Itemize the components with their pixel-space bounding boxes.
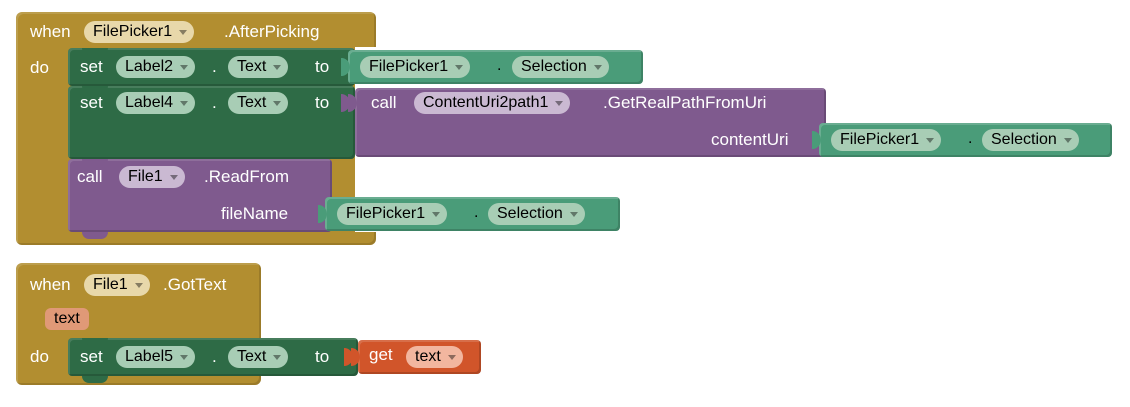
- chevron-down-icon: [180, 100, 189, 106]
- setter-label5-to-label: to: [315, 347, 330, 366]
- getter-1-property-label: Selection: [521, 58, 587, 75]
- caller-1-call-label: call: [371, 93, 397, 112]
- chevron-down-icon: [179, 29, 188, 35]
- event-1-component-dropdown[interactable]: FilePicker1: [84, 21, 195, 43]
- caller-file1-bottom-notch: [82, 232, 108, 239]
- setter-label5-component-label: Label5: [125, 348, 174, 365]
- chevron-down-icon: [169, 174, 178, 180]
- chevron-down-icon: [273, 64, 282, 70]
- setter-label4-property-dropdown[interactable]: Text: [228, 92, 289, 114]
- chevron-down-icon: [555, 100, 564, 106]
- event-1-component-label: FilePicker1: [93, 23, 173, 40]
- caller-file1-method-label: .ReadFrom: [204, 167, 290, 186]
- setter-label5-dot: .: [212, 347, 217, 366]
- chevron-down-icon: [180, 64, 189, 70]
- getter-1-plug: [341, 58, 350, 76]
- chevron-down-icon: [1063, 137, 1072, 143]
- setter-label4-top-notch: [82, 86, 108, 93]
- setter-label5-value-socket: [344, 348, 353, 366]
- chevron-down-icon: [447, 354, 456, 360]
- caller-file1-call-label: call: [77, 167, 103, 186]
- varget-get-label: get: [369, 345, 393, 364]
- getter-2-property-dropdown[interactable]: Selection: [982, 129, 1079, 151]
- setter-label4-component-dropdown[interactable]: Label4: [116, 92, 196, 114]
- chevron-down-icon: [926, 137, 935, 143]
- event-2-component-dropdown[interactable]: File1: [84, 274, 150, 296]
- getter-2-dot: .: [968, 130, 973, 147]
- getter-3-property-label: Selection: [497, 205, 563, 222]
- getter-1-dot: .: [497, 57, 502, 74]
- setter-label5-property-dropdown[interactable]: Text: [228, 346, 289, 368]
- setter-label5-set-label: set: [80, 347, 103, 366]
- chevron-down-icon: [569, 211, 578, 217]
- getter-3-property-dropdown[interactable]: Selection: [488, 203, 585, 225]
- setter-label5-property-label: Text: [237, 348, 267, 365]
- getter-1-component-label: FilePicker1: [369, 58, 449, 75]
- chevron-down-icon: [273, 100, 282, 106]
- setter-label4-to-label: to: [315, 93, 330, 112]
- setter-label4-value-socket: [341, 94, 350, 112]
- caller-file1-component-label: File1: [128, 168, 163, 185]
- setter-label4-dot: .: [212, 93, 217, 112]
- getter-3-plug: [318, 205, 327, 223]
- chevron-down-icon: [273, 354, 282, 360]
- getter-2-plug: [812, 131, 821, 149]
- getter-2-component-label: FilePicker1: [840, 131, 920, 148]
- event-2-do-label: do: [30, 347, 49, 366]
- event-1-when-label: when: [30, 22, 71, 41]
- setter-label2-property-dropdown[interactable]: Text: [228, 56, 289, 78]
- getter-2-component-dropdown[interactable]: FilePicker1: [831, 129, 942, 151]
- caller-1-method-label: .GetRealPathFromUri: [603, 93, 767, 112]
- event-2-when-label: when: [30, 275, 71, 294]
- varget-variable-label: text: [415, 348, 441, 365]
- setter-label5-bottom-notch: [82, 376, 108, 383]
- chevron-down-icon: [180, 354, 189, 360]
- setter-label4-property-label: Text: [237, 94, 267, 111]
- getter-3-component-dropdown[interactable]: FilePicker1: [337, 203, 448, 225]
- caller-1-component-dropdown[interactable]: ContentUri2path1: [414, 92, 571, 114]
- setter-label5-top-notch: [82, 338, 108, 345]
- getter-2-property-label: Selection: [991, 131, 1057, 148]
- event-1-do-label: do: [30, 58, 49, 77]
- setter-label2-to-label: to: [315, 57, 330, 76]
- caller-file1-top-notch: [82, 159, 108, 166]
- varget-variable-dropdown[interactable]: text: [406, 346, 463, 368]
- caller-1-component-label: ContentUri2path1: [423, 94, 549, 111]
- getter-3-dot: .: [474, 204, 479, 221]
- varget-plug: [351, 348, 360, 366]
- event-2-parameter-badge[interactable]: text: [45, 308, 89, 330]
- caller-file1-component-dropdown[interactable]: File1: [119, 166, 185, 188]
- caller-file1-arg-filename-label: fileName: [221, 204, 289, 223]
- event-2-component-label: File1: [93, 276, 128, 293]
- caller-1-arg-contenturi-label: contentUri: [711, 130, 789, 149]
- setter-block-label2-text[interactable]: [68, 48, 355, 86]
- chevron-down-icon: [593, 64, 602, 70]
- chevron-down-icon: [134, 282, 143, 288]
- caller-1-plug: [348, 94, 357, 112]
- caller-block-file1-readfrom[interactable]: [68, 159, 332, 232]
- setter-label2-set-label: set: [80, 57, 103, 76]
- setter-label2-top-notch: [82, 48, 108, 55]
- chevron-down-icon: [432, 211, 441, 217]
- getter-1-property-dropdown[interactable]: Selection: [512, 56, 609, 78]
- getter-3-component-label: FilePicker1: [346, 205, 426, 222]
- setter-label5-component-dropdown[interactable]: Label5: [116, 346, 196, 368]
- chevron-down-icon: [455, 64, 464, 70]
- setter-label2-component-label: Label2: [125, 58, 174, 75]
- event-1-event-name: .AfterPicking: [224, 22, 320, 41]
- setter-label2-component-dropdown[interactable]: Label2: [116, 56, 196, 78]
- setter-label2-property-label: Text: [237, 58, 267, 75]
- setter-label4-set-label: set: [80, 93, 103, 112]
- event-2-event-name: .GotText: [163, 275, 227, 294]
- event-2-parameter-label: text: [54, 310, 80, 327]
- setter-label4-component-label: Label4: [125, 94, 174, 111]
- setter-block-label4-text[interactable]: [68, 86, 355, 159]
- getter-1-component-dropdown[interactable]: FilePicker1: [360, 56, 471, 78]
- setter-label2-dot: .: [212, 57, 217, 76]
